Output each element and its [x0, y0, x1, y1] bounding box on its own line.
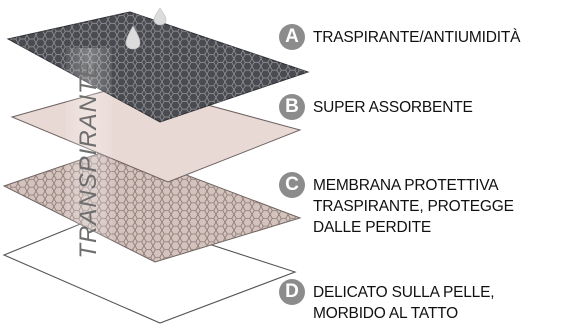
- legend-text-c: MEMBRANA PROTETTIVA TRASPIRANTE, PROTEGG…: [313, 172, 514, 238]
- badge-a: A: [279, 24, 305, 50]
- legend-item-b: B SUPER ASSORBENTE: [279, 94, 473, 120]
- legend-item-a: A TRASPIRANTE/ANTIUMIDITÀ: [279, 24, 520, 50]
- legend-text-a: TRASPIRANTE/ANTIUMIDITÀ: [313, 24, 520, 48]
- water-drop-icon: [153, 7, 167, 26]
- legend-text-b: SUPER ASSORBENTE: [313, 94, 473, 118]
- badge-c: C: [279, 172, 305, 198]
- legend-line: MORBIDO AL TATTO: [313, 305, 458, 322]
- badge-b: B: [279, 94, 305, 120]
- water-drop-icon: [125, 25, 141, 50]
- legend-item-c: C MEMBRANA PROTETTIVA TRASPIRANTE, PROTE…: [279, 172, 514, 238]
- legend-line: SUPER ASSORBENTE: [313, 99, 473, 116]
- legend-line: MEMBRANA PROTETTIVA: [313, 177, 499, 194]
- legend-item-d: D DELICATO SULLA PELLE, MORBIDO AL TATTO: [279, 279, 495, 324]
- legend-line: DALLE PERDITE: [313, 219, 431, 236]
- legend-line: TRASPIRANTE/ANTIUMIDITÀ: [313, 29, 521, 46]
- breathable-band: [66, 48, 112, 280]
- legend-line: DELICATO SULLA PELLE,: [313, 284, 495, 301]
- vertical-label: TRANSPIRANTE: [75, 61, 102, 259]
- badge-d: D: [279, 279, 305, 305]
- legend-text-d: DELICATO SULLA PELLE, MORBIDO AL TATTO: [313, 279, 495, 324]
- legend-line: TRASPIRANTE, PROTEGGE: [313, 198, 514, 215]
